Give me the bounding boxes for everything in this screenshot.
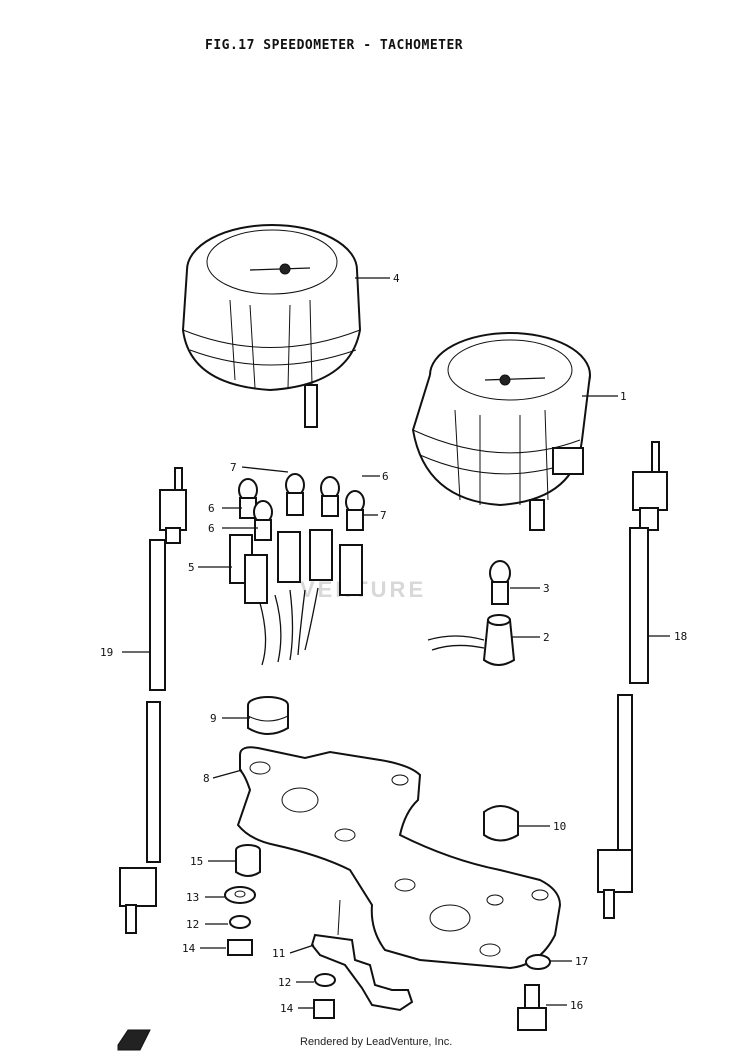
callout-14b: 14 (280, 1002, 294, 1015)
part-18-right-cable (597, 441, 668, 919)
part-8-bracket (236, 746, 562, 970)
callout-11: 11 (272, 947, 285, 960)
part-13-washer (224, 886, 256, 904)
callout-5: 5 (188, 561, 195, 574)
callout-6a: 6 (208, 502, 215, 515)
figure-title: FIG.17 SPEEDOMETER - TACHOMETER (205, 38, 464, 53)
callout-14a: 14 (182, 942, 196, 955)
callout-4: 4 (393, 272, 400, 285)
part-2-socket (427, 614, 516, 666)
callout-3: 3 (543, 582, 550, 595)
part-12-lock-washers (229, 915, 336, 987)
part-11-clamp (310, 899, 414, 1012)
part-17-clip (525, 954, 551, 970)
callout-9: 9 (210, 712, 217, 725)
callout-19: 19 (100, 646, 113, 659)
part-1-speedometer (411, 332, 591, 531)
callout-2: 2 (543, 631, 550, 644)
part-10-cap (483, 805, 519, 842)
callout-7b: 7 (380, 509, 387, 522)
callout-6b: 6 (208, 522, 215, 535)
callout-16: 16 (570, 999, 583, 1012)
part-19-left-cable (119, 467, 187, 934)
leader-lines (122, 277, 670, 1009)
part-3-bulb (489, 560, 511, 605)
callout-17: 17 (575, 955, 588, 968)
logo-mark (117, 1029, 151, 1051)
part-14-nuts (227, 939, 335, 1019)
callout-15: 15 (190, 855, 203, 868)
callout-12a: 12 (186, 918, 199, 931)
callout-labels: 4 1 3 2 5 6 6 6 7 7 19 18 9 8 10 15 13 1… (100, 272, 687, 1015)
callout-18: 18 (674, 630, 687, 643)
callout-8: 8 (203, 772, 210, 785)
callout-12b: 12 (278, 976, 291, 989)
part-4-tachometer (181, 224, 362, 428)
callout-6c: 6 (382, 470, 389, 483)
callout-7a: 7 (230, 461, 237, 474)
part-16-screw (517, 984, 547, 1031)
part-15-collar (235, 844, 261, 877)
part-9-grommet (247, 696, 289, 735)
callout-1: 1 (620, 390, 627, 403)
parts-5-6-7-bulb-assembly (229, 473, 365, 666)
footer-credit: Rendered by LeadVenture, Inc. (300, 1036, 453, 1048)
callout-10: 10 (553, 820, 566, 833)
callout-13: 13 (186, 891, 199, 904)
